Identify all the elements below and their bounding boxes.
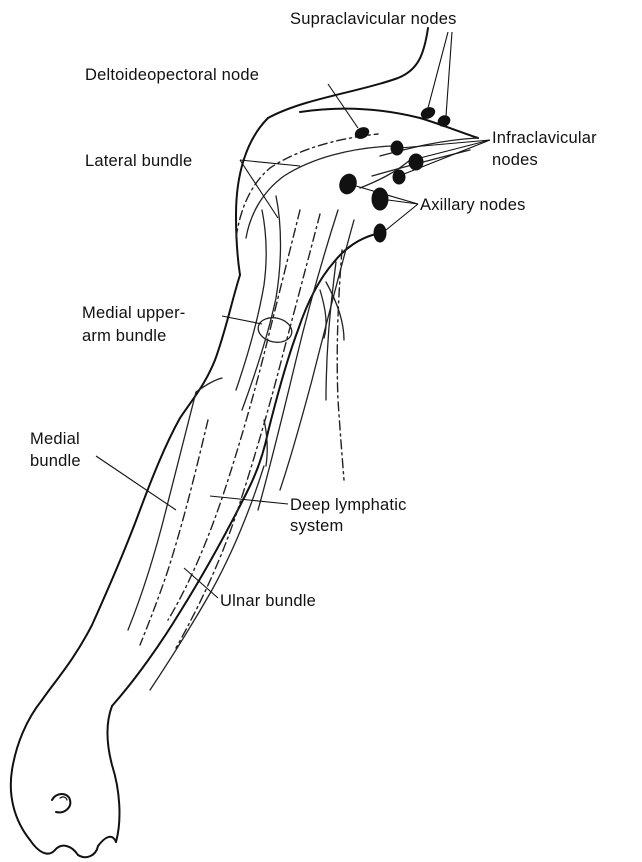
- supraclavicular-node-2: [436, 114, 451, 128]
- label-infraclavicular-line1: Infraclavicular: [492, 129, 597, 147]
- label-supraclavicular-nodes: Supraclavicular nodes: [290, 10, 457, 28]
- label-deltoideopectoral-node: Deltoideopectoral node: [85, 66, 259, 84]
- infraclavicular-node-3: [393, 170, 405, 184]
- lateral-bundle-vessel-2: [246, 146, 392, 238]
- arm-outline: [11, 28, 478, 857]
- axillary-node-3: [374, 224, 386, 242]
- label-medial-bundle-line1: Medial: [30, 430, 80, 448]
- medial-bundle-vessel: [128, 392, 196, 630]
- medial-upper-arm-bundle-oval: [256, 315, 294, 346]
- label-ulnar-bundle: Ulnar bundle: [220, 592, 316, 610]
- label-medial-upper-line2: arm bundle: [82, 327, 167, 345]
- label-axillary-nodes: Axillary nodes: [420, 196, 526, 214]
- label-medial-bundle-line2: bundle: [30, 452, 81, 470]
- deltoideopectoral-node: [354, 126, 371, 141]
- label-lateral-bundle: Lateral bundle: [85, 152, 192, 170]
- label-medial-upper-line1: Medial upper-: [82, 304, 186, 322]
- axillary-node-1: [337, 172, 359, 196]
- label-infraclavicular-line2: nodes: [492, 151, 538, 169]
- label-deep-lymphatic-line1: Deep lymphatic: [290, 496, 407, 514]
- medial-upper-arm-vessel: [168, 210, 300, 620]
- label-deep-lymphatic-line2: system: [290, 517, 343, 535]
